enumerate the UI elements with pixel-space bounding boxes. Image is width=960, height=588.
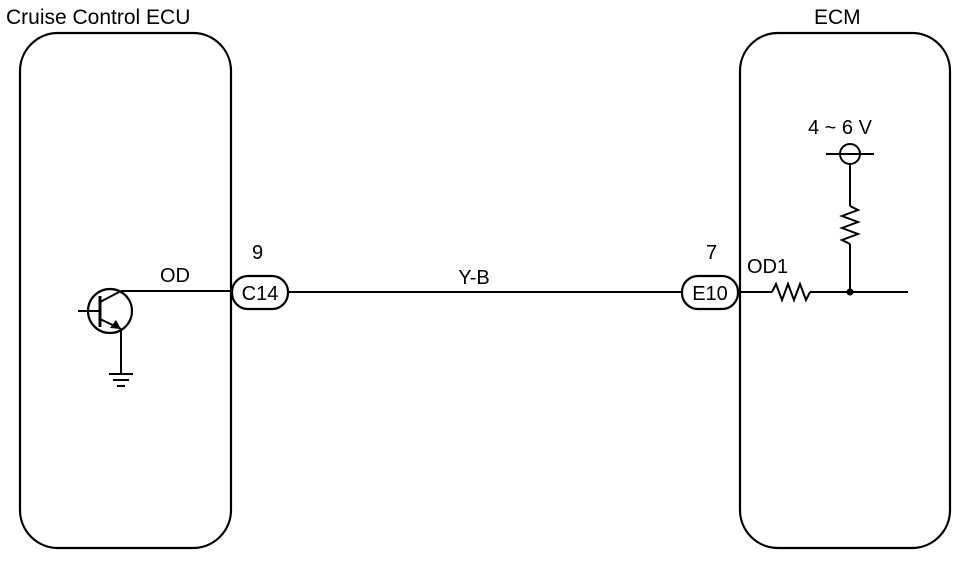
od1-signal-label: OD1: [747, 256, 788, 278]
voltage-source-icon: [826, 143, 874, 206]
voltage-label: 4 ~ 6 V: [808, 117, 873, 139]
pin-7-label: 7: [706, 242, 717, 264]
resistor-icon: [771, 281, 811, 303]
ecm: ECM 4 ~ 6 V OD1: [738, 6, 952, 550]
resistor-icon: [839, 205, 861, 291]
cruise-control-ecu: Cruise Control ECU OD: [6, 6, 233, 550]
ecm-box: [738, 31, 952, 550]
connector-e10: 7 E10: [680, 242, 740, 311]
ecm-title: ECM: [814, 6, 861, 29]
cruise-control-ecu-title: Cruise Control ECU: [6, 6, 190, 29]
junction-dot-icon: [846, 288, 854, 296]
wire-y-b: Y-B: [288, 267, 682, 293]
od-signal-label: OD: [160, 265, 190, 287]
connector-e10-label: E10: [692, 283, 728, 305]
transistor-icon: [78, 287, 232, 373]
ground-icon: [109, 373, 133, 387]
connector-c14: 9 C14: [230, 242, 290, 311]
wire-color-label: Y-B: [458, 267, 490, 289]
pin-9-label: 9: [252, 242, 263, 264]
connector-c14-label: C14: [242, 283, 279, 305]
